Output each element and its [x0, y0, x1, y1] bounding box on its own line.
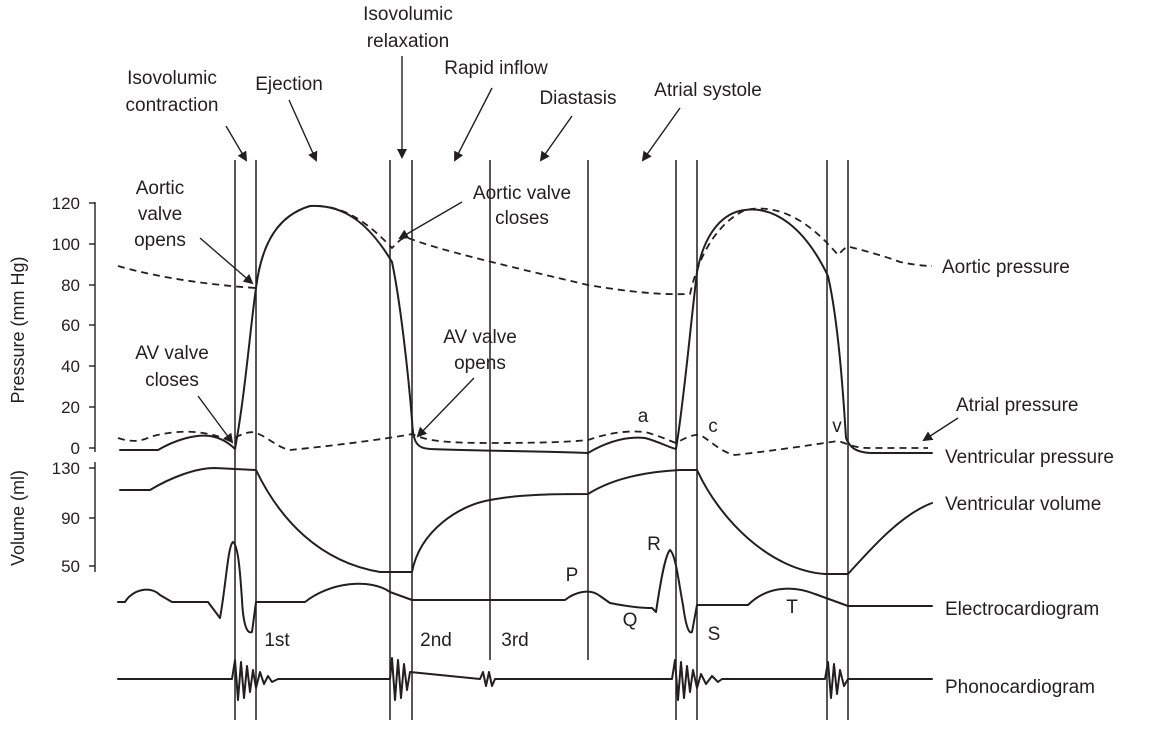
ecg-label-t: T: [786, 597, 798, 618]
annotation-av-valve-closes-1: AV valve: [135, 343, 209, 364]
trace-label-ventricular-volume: Ventricular volume: [945, 494, 1101, 515]
phase-label-rapid-inflow: Rapid inflow: [444, 58, 548, 79]
electrocardiogram-trace: [117, 541, 933, 634]
ventricular-pressure-curve: [119, 204, 933, 454]
annotation-av-valve-opens-2: opens: [454, 353, 506, 374]
aortic-pressure-curve: [117, 205, 933, 296]
trace-label-atrial-pressure: Atrial pressure: [956, 395, 1079, 416]
phase-label-isovolumic-relaxation-2: relaxation: [367, 31, 449, 52]
volume-tick-50: 50: [61, 557, 80, 576]
annotation-aortic-valve-opens-1: Aortic: [136, 178, 185, 199]
ecg-label-s: S: [708, 624, 721, 645]
arrow-aortic-valve-closes: [398, 201, 463, 240]
volume-tick-90: 90: [61, 509, 80, 528]
arrow-av-valve-opens: [416, 377, 475, 438]
ecg-label-q: Q: [623, 610, 638, 631]
wave-label-a: a: [638, 406, 649, 427]
phonocardiogram-trace: [117, 657, 933, 701]
annotation-aortic-valve-opens-3: opens: [134, 230, 186, 251]
trace-label-aortic-pressure: Aortic pressure: [942, 257, 1070, 278]
phase-label-isovolumic-contraction-2: contraction: [126, 95, 219, 116]
wave-label-v: v: [832, 416, 842, 437]
pressure-tick-60: 60: [61, 316, 80, 335]
phase-label-atrial-systole: Atrial systole: [654, 80, 762, 101]
pressure-tick-0: 0: [71, 439, 80, 458]
atrial-pressure-curve: [117, 430, 928, 456]
arrow-aortic-valve-opens: [199, 237, 254, 285]
ecg-label-r: R: [647, 534, 661, 555]
arrow-atrial-pressure: [922, 417, 959, 442]
phase-label-isovolumic-contraction-1: Isovolumic: [127, 68, 217, 89]
ecg-label-p: P: [566, 565, 579, 586]
phase-label-isovolumic-relaxation-1: Isovolumic: [363, 4, 453, 25]
volume-tick-130: 130: [52, 459, 80, 478]
annotation-aortic-valve-closes-2: closes: [495, 208, 549, 229]
volume-axis: [89, 462, 96, 572]
pressure-tick-40: 40: [61, 357, 80, 376]
pressure-tick-20: 20: [61, 398, 80, 417]
pressure-axis-title: Pressure (mm Hg): [8, 256, 28, 403]
annotation-av-valve-opens-1: AV valve: [443, 327, 517, 348]
heart-sound-label-2nd: 2nd: [420, 630, 452, 651]
pressure-tick-80: 80: [61, 276, 80, 295]
arrow-av-valve-closes: [197, 395, 234, 444]
heart-sound-label-1st: 1st: [264, 630, 290, 651]
annotation-av-valve-closes-2: closes: [145, 370, 199, 391]
pressure-tick-100: 100: [52, 235, 80, 254]
trace-label-phonocardiogram: Phonocardiogram: [945, 677, 1095, 698]
annotation-aortic-valve-opens-2: valve: [138, 204, 182, 225]
volume-axis-title: Volume (ml): [8, 470, 28, 566]
trace-label-electrocardiogram: Electrocardiogram: [945, 599, 1099, 620]
ventricular-volume-curve: [119, 467, 933, 575]
annotation-aortic-valve-closes-1: Aortic valve: [473, 183, 571, 204]
wave-label-c: c: [708, 416, 718, 437]
phase-label-diastasis: Diastasis: [539, 88, 616, 109]
trace-label-ventricular-pressure: Ventricular pressure: [945, 447, 1114, 468]
phase-label-ejection: Ejection: [255, 74, 323, 95]
phase-divider-lines: [234, 160, 849, 720]
pressure-tick-120: 120: [52, 194, 80, 213]
pressure-axis: [89, 202, 96, 452]
phase-arrows: [225, 56, 681, 162]
heart-sound-label-3rd: 3rd: [501, 630, 528, 651]
